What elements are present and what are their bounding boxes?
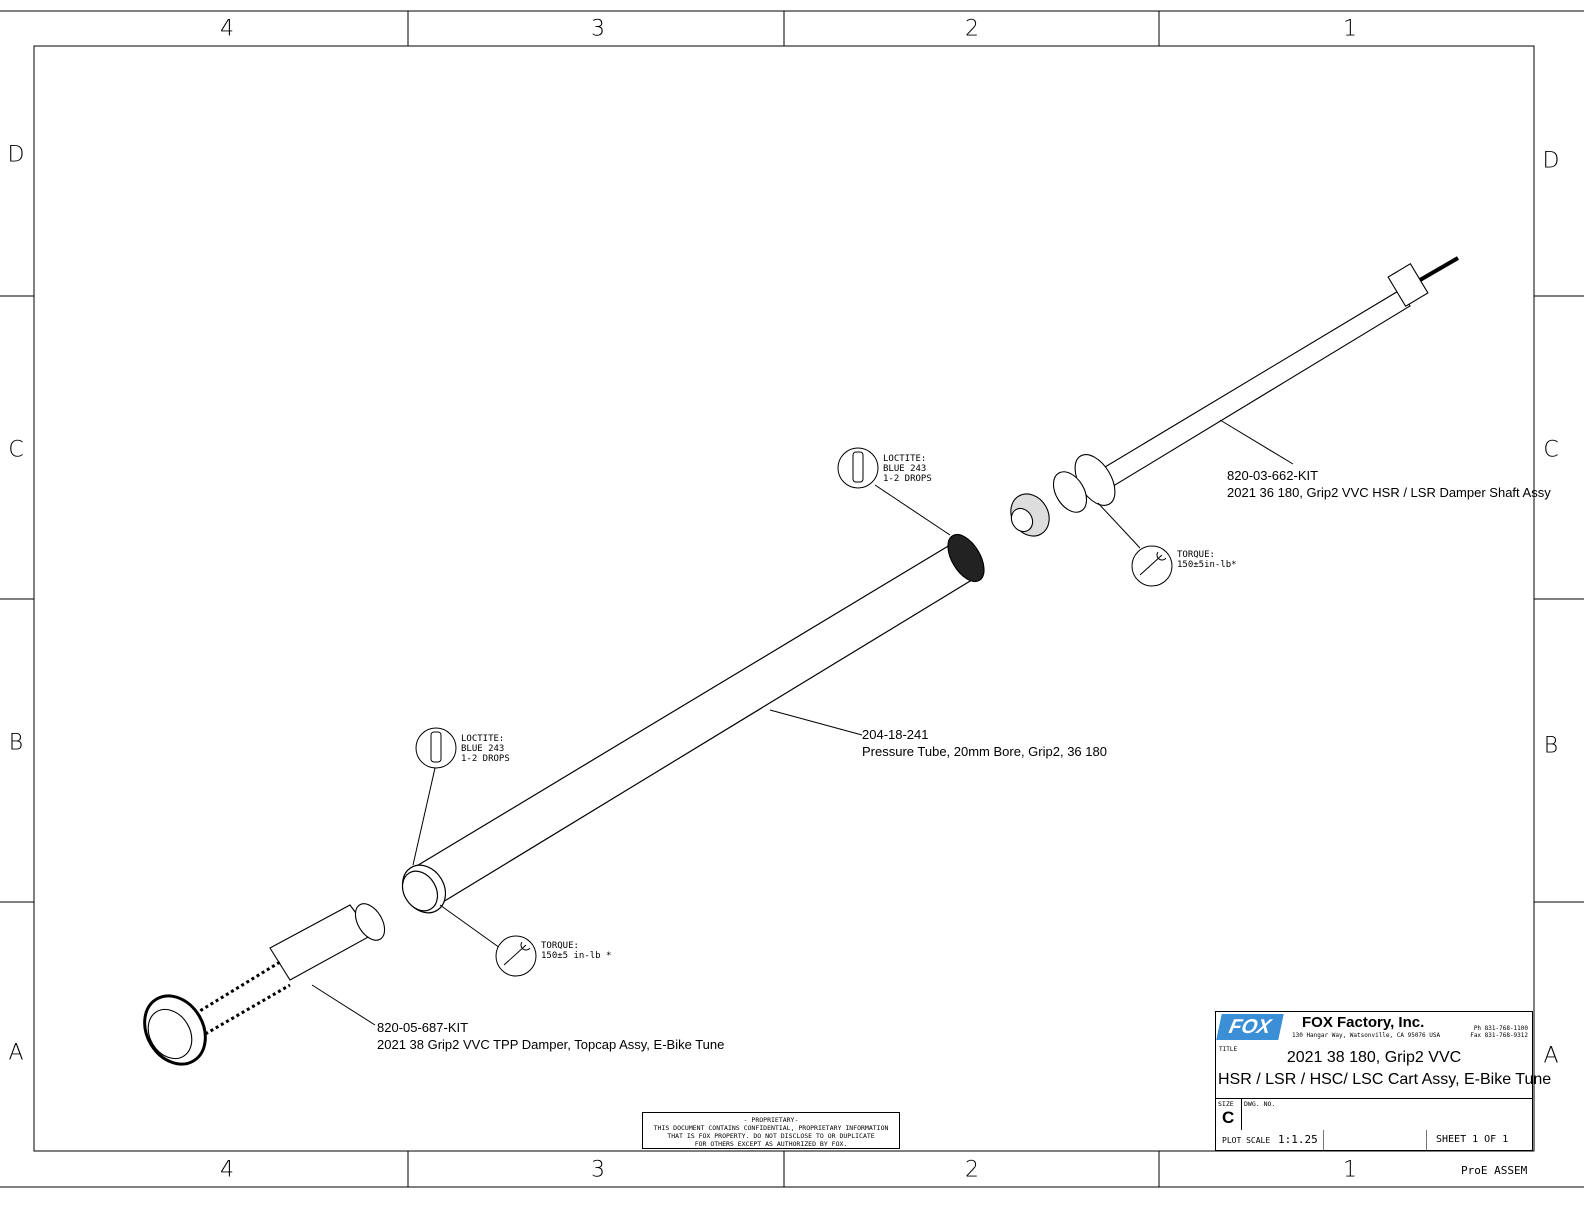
note-line: LOCTITE: <box>461 734 505 744</box>
company-fax: Fax 831-768-9312 <box>1470 1032 1528 1039</box>
title-line-1: 2021 38 180, Grip2 VVC <box>1286 1049 1462 1066</box>
dwg-no-label: DWG. NO. <box>1244 1100 1276 1108</box>
note-torque-left: TORQUE: 150±5 in-lb * <box>541 941 611 961</box>
size-label: SIZE <box>1218 1100 1234 1108</box>
part-number: 204-18-241 <box>862 727 929 742</box>
inner-border <box>33 45 1535 1152</box>
part-number: 820-03-662-KIT <box>1227 468 1319 483</box>
company-address: 130 Hangar Way, Watsonville, CA 95076 US… <box>1292 1032 1441 1039</box>
note-line: 150±5in-lb* <box>1177 560 1237 570</box>
company-phone: Ph 831-768-1100 <box>1473 1025 1528 1032</box>
note-line: BLUE 243 <box>883 464 927 474</box>
zone-row-d-right: D <box>1542 148 1560 174</box>
note-line: LOCTITE: <box>883 454 927 464</box>
wrench-icon <box>1131 545 1173 587</box>
callout-topcap-assy: 820-05-687-KIT 2021 38 Grip2 VVC TPP Dam… <box>377 1019 724 1053</box>
notice-line: FOR OTHERS EXCEPT AS AUTHORIZED BY FOX. <box>694 1140 848 1148</box>
zone-col-1-top: 1 <box>1343 16 1357 42</box>
zone-col-4-top: 4 <box>220 16 234 42</box>
zone-row-a-left: A <box>8 1040 24 1066</box>
zone-col-4-bottom: 4 <box>220 1157 234 1183</box>
plot-scale-value: 1:1.25 <box>1278 1133 1318 1146</box>
note-line: 1-2 DROPS <box>461 754 510 764</box>
note-loctite-left: LOCTITE: BLUE 243 1-2 DROPS <box>461 734 510 764</box>
part-description: 2021 36 180, Grip2 VVC HSR / LSR Damper … <box>1227 485 1551 500</box>
callout-pressure-tube: 204-18-241 Pressure Tube, 20mm Bore, Gri… <box>862 726 1107 760</box>
zone-row-b-left: B <box>8 730 24 756</box>
notice-line: THAT IS FOX PROPERTY. DO NOT DISCLOSE TO… <box>667 1132 875 1140</box>
damper-shaft-assembly <box>1010 256 1460 537</box>
title-line-2: HSR / LSR / HSC/ LSC Cart Assy, E-Bike T… <box>1218 1071 1552 1088</box>
zone-col-2-bottom: 2 <box>965 1157 979 1183</box>
zone-col-1-bottom: 1 <box>1343 1157 1357 1183</box>
part-description: Pressure Tube, 20mm Bore, Grip2, 36 180 <box>862 744 1107 759</box>
pressure-tube <box>401 533 985 914</box>
note-line: 1-2 DROPS <box>883 474 932 484</box>
wrench-icon <box>495 935 537 977</box>
company-name: FOX Factory, Inc. <box>1302 1014 1425 1031</box>
proprietary-notice: - PROPRIETARY- THIS DOCUMENT CONTAINS CO… <box>642 1112 900 1149</box>
size-value: C <box>1222 1108 1235 1127</box>
title-block: FOX FOX Factory, Inc. 130 Hangar Way, Wa… <box>1215 1011 1551 1151</box>
proe-assem-label: ProE ASSEM <box>1461 1164 1528 1177</box>
notice-line: - PROPRIETARY- <box>743 1116 799 1124</box>
notice-line: THIS DOCUMENT CONTAINS CONFIDENTIAL, PRO… <box>653 1124 889 1132</box>
zone-col-3-top: 3 <box>591 16 605 42</box>
part-number: 820-05-687-KIT <box>377 1020 469 1035</box>
note-line: 150±5 in-lb * <box>541 951 612 961</box>
note-loctite-top: LOCTITE: BLUE 243 1-2 DROPS <box>883 454 932 484</box>
zone-row-b-right: B <box>1543 733 1559 759</box>
callout-shaft-assy: 820-03-662-KIT 2021 36 180, Grip2 VVC HS… <box>1227 467 1551 501</box>
zone-row-d-left: D <box>7 142 25 168</box>
plot-scale-label: PLOT SCALE <box>1222 1136 1271 1145</box>
note-line: BLUE 243 <box>461 744 505 754</box>
zone-col-3-bottom: 3 <box>591 1157 605 1183</box>
fox-logo: FOX <box>1216 1014 1284 1040</box>
part-description: 2021 38 Grip2 VVC TPP Damper, Topcap Ass… <box>377 1037 725 1052</box>
zone-row-c-left: C <box>8 437 24 463</box>
sheet-number: SHEET 1 OF 1 <box>1436 1134 1509 1145</box>
title-label: TITLE <box>1219 1046 1238 1053</box>
zone-row-c-right: C <box>1543 437 1559 463</box>
zone-col-2-top: 2 <box>965 16 979 42</box>
note-line: TORQUE: <box>541 941 579 951</box>
note-torque-right: TORQUE: 150±5in-lb* <box>1177 550 1237 570</box>
topcap-damper-assembly <box>143 903 386 1066</box>
note-line: TORQUE: <box>1177 550 1215 560</box>
zone-row-a-right: A <box>1543 1043 1559 1069</box>
